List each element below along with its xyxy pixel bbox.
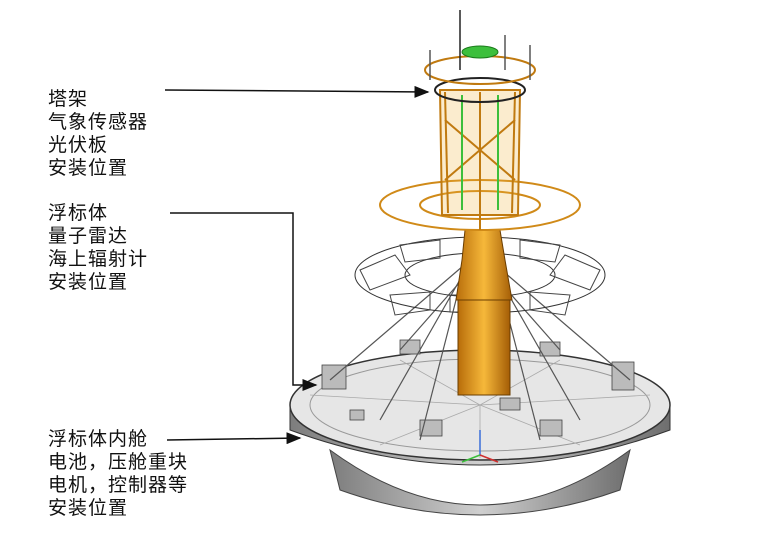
label-line: 量子雷达 xyxy=(48,225,129,247)
label-line: 电池，压舱重块 xyxy=(48,451,189,473)
label-line: 光伏板 xyxy=(48,134,109,156)
buoy-body-label: 浮标体 量子雷达 海上辐射计 安装位置 xyxy=(48,202,148,294)
axis-gizmo xyxy=(461,430,499,463)
inner-cabin-label: 浮标体内舱 电池，压舱重块 电机，控制器等 安装位置 xyxy=(48,428,188,520)
inner-cabin-leader-arrow xyxy=(166,432,302,445)
central-column xyxy=(455,229,513,396)
leader-lines xyxy=(164,85,430,445)
lattice-tower xyxy=(424,10,536,230)
buoy-body-leader-arrow xyxy=(170,212,318,391)
radar-panel-ring xyxy=(354,236,606,316)
label-line: 浮标体内舱 xyxy=(48,428,149,450)
label-line: 浮标体 xyxy=(48,202,109,224)
label-line: 安装位置 xyxy=(48,497,129,519)
label-line: 电机，控制器等 xyxy=(48,474,189,496)
label-line: 安装位置 xyxy=(48,157,129,179)
label-line: 海上辐射计 xyxy=(48,248,149,270)
label-line: 塔架 xyxy=(48,88,89,110)
hull xyxy=(289,339,671,516)
tower-leader-arrow xyxy=(164,85,430,98)
label-line: 安装位置 xyxy=(48,271,129,293)
label-line: 气象传感器 xyxy=(48,111,149,133)
tower-label: 塔架 气象传感器 光伏板 安装位置 xyxy=(48,88,148,180)
